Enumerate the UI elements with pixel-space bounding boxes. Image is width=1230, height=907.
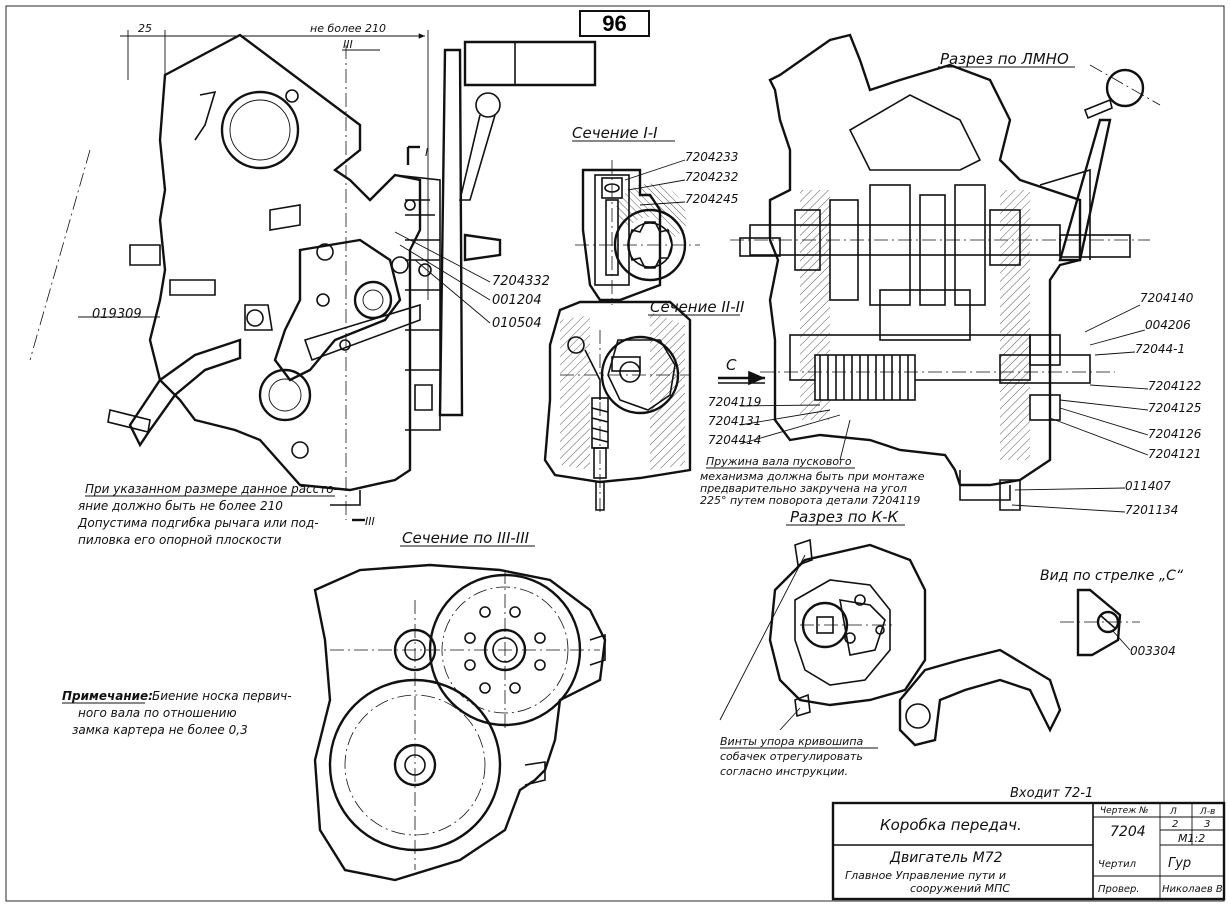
section-mark-i: I — [425, 146, 428, 159]
callout-7204131: 7204131 — [708, 414, 761, 428]
drew-signature: Гур — [1168, 856, 1191, 871]
sheet-frame — [5, 5, 1225, 902]
callout-7201134: 7201134 — [1125, 503, 1178, 517]
section-2-2-title: Сечение II-II — [650, 298, 745, 316]
sheets-count: 3 — [1204, 819, 1210, 830]
screws-note-line-1: Винты упора кривошипа — [720, 735, 864, 748]
callout-011407: 011407 — [1125, 479, 1171, 493]
scale: М1:2 — [1178, 832, 1205, 845]
section-1-1-title: Сечение I-I — [572, 124, 658, 142]
gap-note-line-1: При указанном размере данное рассто- — [85, 482, 338, 496]
callout-004206: 004206 — [1145, 318, 1191, 332]
spring-note-line-1: Пружина вала пускового — [706, 455, 852, 468]
cut-lmno-title: Разрез по ЛМНО — [940, 50, 1069, 68]
enters-label: Входит 72-1 — [1010, 786, 1093, 801]
arrow-c-label: С — [726, 356, 737, 374]
callout-7204233: 7204233 — [685, 150, 738, 164]
title-block-title: Коробка передач. — [880, 816, 1022, 834]
title-block-engine: Двигатель М72 — [889, 850, 1003, 866]
cut-kk-view — [719, 538, 1062, 747]
sheet-label: Л — [1169, 807, 1177, 817]
gap-note-line-2: яние должно быть не более 210 — [78, 499, 283, 513]
callout-003304: 003304 — [1130, 644, 1176, 658]
callout-019309: 019309 — [92, 307, 142, 322]
section-3-3-view — [313, 563, 607, 882]
screws-note-line-2: собачек отрегулировать — [720, 750, 863, 763]
sheets-label: Л-в — [1199, 807, 1215, 817]
title-block — [831, 801, 1226, 901]
callout-7204121: 7204121 — [1148, 447, 1201, 461]
dim-210: не более 210 — [310, 22, 386, 35]
note-line-3: замка картера не более 0,3 — [72, 723, 248, 737]
note-title: Примечание: — [62, 689, 153, 703]
spring-note-line-2: механизма должна быть при монтаже — [700, 470, 925, 483]
callout-010504: 010504 — [492, 316, 542, 331]
section-2-2-view — [543, 300, 692, 515]
section-mark-iii-top: III — [343, 38, 353, 51]
spring-note-line-3: предварительно закручена на угол — [700, 482, 907, 495]
callout-7204125: 7204125 — [1148, 401, 1201, 415]
drawing-number: 7204 — [1110, 824, 1146, 840]
page-number: 96 — [579, 10, 650, 37]
checked-signature: Николаев В. — [1162, 884, 1226, 895]
callout-72044-1: 72044-1 — [1135, 342, 1185, 356]
callout-7204126: 7204126 — [1148, 427, 1202, 441]
screws-note-line-3: согласно инструкции. — [720, 765, 848, 778]
left-side-view — [29, 30, 597, 522]
section-1-1-view — [575, 159, 700, 305]
view-c-title: Вид по стрелке „С“ — [1040, 568, 1184, 584]
callout-7204332: 7204332 — [492, 274, 550, 289]
section-3-3-title: Сечение по III-III — [402, 529, 530, 547]
dim-25: 25 — [138, 22, 152, 35]
callout-7204245: 7204245 — [685, 192, 738, 206]
drew-label: Чертил — [1098, 859, 1137, 870]
title-block-org-2: сооружений МПС — [910, 882, 1010, 895]
cut-lmno-view — [730, 33, 1161, 513]
callout-7204414: 7204414 — [708, 433, 761, 447]
note-line-2: ного вала по отношению — [78, 706, 237, 720]
cut-kk-title: Разрез по К-К — [790, 508, 900, 526]
note-line-1: Биение носка первич- — [152, 689, 292, 703]
view-c — [1060, 588, 1140, 657]
callout-7204140: 7204140 — [1140, 291, 1194, 305]
callout-001204: 001204 — [492, 293, 542, 308]
gap-note-line-4: пиловка его опорной плоскости — [78, 533, 282, 547]
callout-7204119: 7204119 — [708, 395, 761, 409]
gap-note-line-3: Допустима подгибка рычага или под- — [77, 516, 319, 530]
spring-note-line-4: 225° путем поворота детали 7204119 — [700, 494, 920, 507]
callout-7204232: 7204232 — [685, 170, 738, 184]
section-mark-iii-bottom: III — [365, 515, 375, 528]
drawing-no-label: Чертеж № — [1100, 806, 1149, 816]
callout-7204122: 7204122 — [1148, 379, 1201, 393]
checked-label: Провер. — [1098, 884, 1140, 895]
sheet-number: 2 — [1172, 819, 1178, 830]
title-block-org-1: Главное Управление пути и — [845, 869, 1006, 882]
